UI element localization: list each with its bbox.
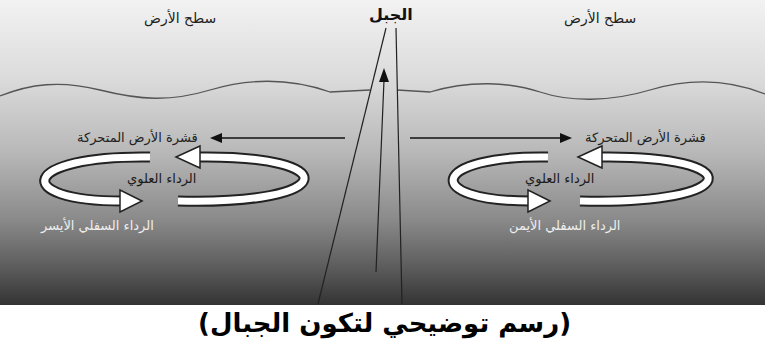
lower-mantle-label: الرداء السفلي الأيمن bbox=[509, 218, 620, 234]
upper-mantle-label: الرداء العلوي bbox=[127, 171, 196, 187]
convection-arrows bbox=[453, 146, 708, 212]
uplift-arrow bbox=[376, 80, 384, 272]
convection-arrows bbox=[45, 146, 304, 212]
mountain-label: الجبل bbox=[369, 5, 413, 24]
surface-line bbox=[0, 81, 370, 98]
arrow-head bbox=[379, 68, 389, 82]
arrow-head bbox=[210, 133, 222, 143]
upper-mantle-label: الرداء العلوي bbox=[525, 171, 594, 187]
crust-arrow bbox=[220, 137, 345, 138]
mountain-line bbox=[318, 28, 386, 304]
crust-label: قشرة الأرض المتحركة bbox=[585, 130, 706, 146]
crust-arrow bbox=[410, 137, 560, 138]
figure-caption: (رسم توضيحي لتكون الجبال) bbox=[198, 308, 571, 339]
lower-mantle-label: الرداء السفلي الأيسر bbox=[41, 218, 154, 234]
crust-label: قشرة الأرض المتحركة bbox=[77, 130, 198, 146]
arrow-head bbox=[560, 133, 572, 143]
surface-label: سطح الأرض bbox=[564, 10, 636, 27]
mountain-line bbox=[396, 28, 402, 304]
surface-line bbox=[397, 82, 765, 99]
surface-label: سطح الأرض bbox=[144, 10, 216, 27]
